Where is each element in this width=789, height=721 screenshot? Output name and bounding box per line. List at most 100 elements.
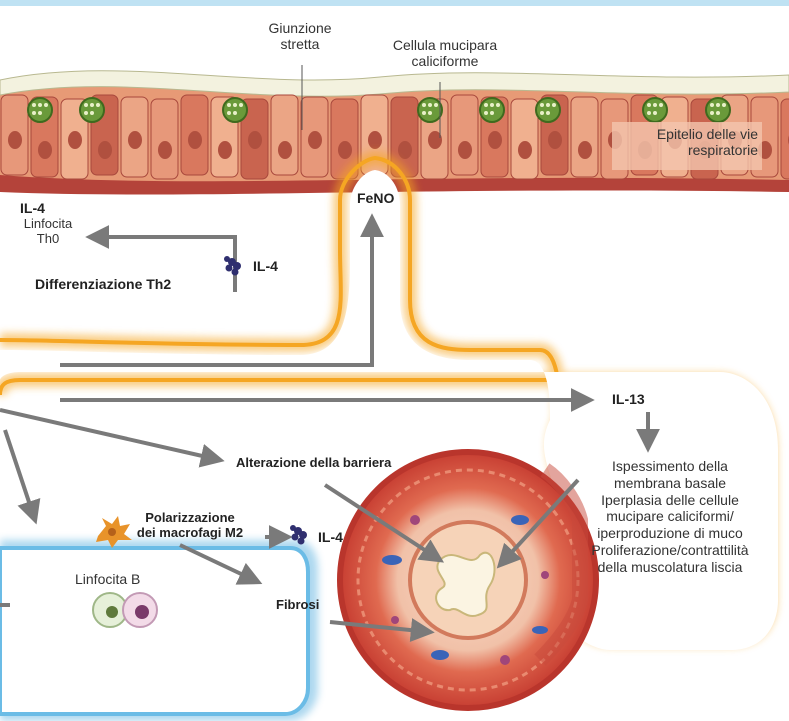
mucus-granule (90, 111, 94, 115)
mucus-granule (422, 103, 426, 107)
goblet-cell (418, 98, 442, 122)
mucus-granule (90, 103, 94, 107)
effects-line-3: Iperplasia delle cellule (575, 492, 765, 509)
cell-nucleus (368, 131, 382, 149)
mucus-granule (84, 103, 88, 107)
goblet-cell (223, 98, 247, 122)
goblet-cell-line-2: caliciforme (382, 53, 508, 69)
goblet-cell (480, 98, 504, 122)
arrow-to-lymphocyte (5, 430, 35, 520)
mucus-granule (96, 103, 100, 107)
th0-line-1: Linfocita (18, 217, 78, 232)
mucus-granule (722, 103, 726, 107)
mucus-granule (84, 111, 88, 115)
cell-nucleus (98, 141, 112, 159)
mucus-granule (552, 103, 556, 107)
cell-nucleus (278, 141, 292, 159)
cell-nucleus (548, 131, 562, 149)
mucus-granule (227, 111, 231, 115)
mucus-granule (44, 103, 48, 107)
th0-lymphocyte-label: Linfocita Th0 (18, 217, 78, 247)
mucus-granule (434, 103, 438, 107)
goblet-cell-label: Cellula mucipara caliciforme (382, 37, 508, 69)
mucus-granule (239, 103, 243, 107)
mucus-granule (716, 103, 720, 107)
airway-epithelium-line-1: Epitelio delle vie (610, 126, 758, 142)
cell-nucleus (398, 141, 412, 159)
macrophage-polarization-label: Polarizzazione dei macrofagi M2 (130, 511, 250, 541)
tight-junction-label: Giunzione stretta (258, 20, 342, 52)
mucus-granule (484, 103, 488, 107)
epithelial-cell (151, 99, 178, 179)
mucus-granule (546, 103, 550, 107)
mucus-granule (647, 111, 651, 115)
cell-nucleus (458, 141, 472, 159)
cell-nucleus (218, 141, 232, 159)
goblet-cell (706, 98, 730, 122)
fibrosis-label: Fibrosi (276, 598, 319, 613)
mucus-granule (710, 111, 714, 115)
mucus-granule (32, 111, 36, 115)
cell-nucleus (338, 141, 352, 159)
cell-nucleus (128, 131, 142, 149)
il4-top-label: IL-4 (20, 200, 45, 216)
mucus-granule (422, 111, 426, 115)
epithelial-cell (451, 95, 478, 175)
mucus-granule (540, 103, 544, 107)
effects-line-7: della muscolatura liscia (575, 559, 765, 576)
lymphocyte-area (0, 540, 318, 721)
barrier-alteration-label: Alterazione della barriera (236, 456, 391, 471)
goblet-cell (536, 98, 560, 122)
mucus-granule (716, 111, 720, 115)
epithelial-cell (511, 99, 538, 179)
effects-line-1: Ispessimento della (575, 458, 765, 475)
effects-line-2: membrana basale (575, 475, 765, 492)
mucus-granule (647, 103, 651, 107)
effects-text: Ispessimento della membrana basale Iperp… (575, 458, 765, 576)
mucus-granule (38, 111, 42, 115)
mucus-granule (484, 111, 488, 115)
mucus-granule (490, 103, 494, 107)
mucus-granule (540, 111, 544, 115)
mucus-granule (38, 103, 42, 107)
cell-nucleus (68, 131, 82, 149)
top-frame (0, 0, 789, 6)
mucus-granule (659, 103, 663, 107)
il4-macrophage-label: IL-4 (318, 529, 343, 545)
mucus-granule (233, 111, 237, 115)
cell-nucleus (578, 141, 592, 159)
mucus-granule (32, 103, 36, 107)
cell-nucleus (38, 141, 52, 159)
mucus-granule (496, 103, 500, 107)
cell-nucleus (518, 141, 532, 159)
mucus-granule (546, 111, 550, 115)
b-lymphocyte-label: Linfocita B (75, 571, 140, 587)
il4-mid-label: IL-4 (253, 258, 278, 274)
goblet-cell-line-1: Cellula mucipara (382, 37, 508, 53)
th2-differentiation-label: Differenziazione Th2 (35, 276, 171, 292)
airway-epithelium-label: Epitelio delle vie respiratorie (610, 126, 758, 158)
tight-junction-line-2: stretta (258, 36, 342, 52)
effects-line-6: Proliferazione/contrattilità (575, 542, 765, 559)
goblet-cell (643, 98, 667, 122)
il4-molecule-mid (224, 256, 241, 276)
th0-line-2: Th0 (18, 232, 78, 247)
mucus-granule (428, 103, 432, 107)
effects-line-4: mucipare caliciformi/ (575, 508, 765, 525)
cell-nucleus (308, 131, 322, 149)
mucus-granule (653, 103, 657, 107)
feno-label: FeNO (357, 190, 394, 206)
arrow-to-barrier (0, 410, 220, 460)
macrophage-line-2: dei macrofagi M2 (130, 526, 250, 541)
goblet-cell (80, 98, 104, 122)
mucus-granule (233, 103, 237, 107)
effects-line-5: iperproduzione di muco (575, 525, 765, 542)
goblet-cell (28, 98, 52, 122)
cell-nucleus (158, 141, 172, 159)
mucus-granule (490, 111, 494, 115)
airway-epithelium-line-2: respiratorie (610, 142, 758, 158)
macrophage-line-1: Polarizzazione (130, 511, 250, 526)
mucus-granule (710, 103, 714, 107)
